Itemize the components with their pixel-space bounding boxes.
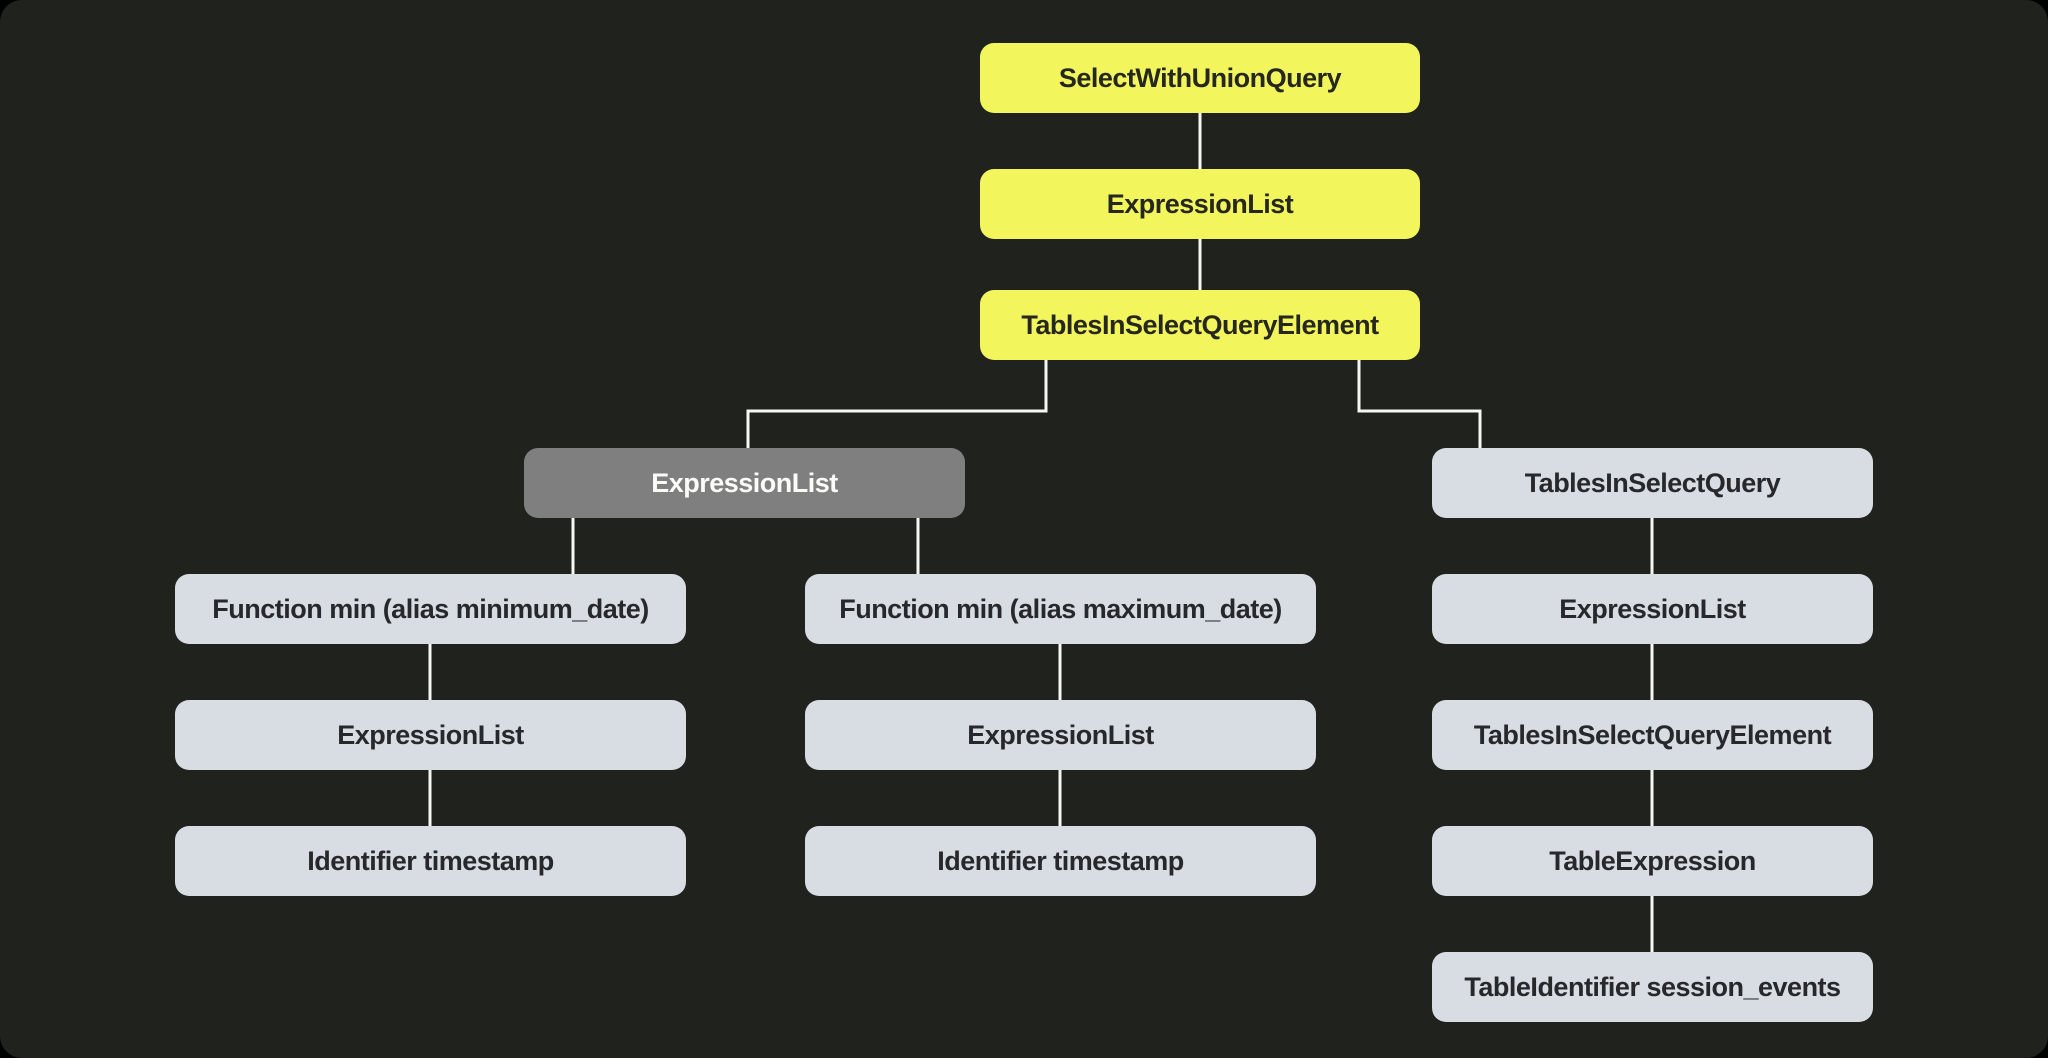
node-table-expression[interactable]: TableExpression (1432, 826, 1873, 896)
node-expression-list-selected[interactable]: ExpressionList (524, 448, 965, 518)
node-expression-list-max[interactable]: ExpressionList (805, 700, 1316, 770)
node-tables-in-select-query-element-2[interactable]: TablesInSelectQueryElement (1432, 700, 1873, 770)
node-table-identifier-session-events[interactable]: TableIdentifier session_events (1432, 952, 1873, 1022)
connector-tableselement-to-selected-expressionlist (746, 359, 1048, 449)
node-function-min-minimum-date[interactable]: Function min (alias minimum_date) (175, 574, 686, 644)
node-tables-in-select-query-element[interactable]: TablesInSelectQueryElement (980, 290, 1420, 360)
node-expression-list-min[interactable]: ExpressionList (175, 700, 686, 770)
node-expression-list-tables[interactable]: ExpressionList (1432, 574, 1873, 644)
node-select-with-union-query[interactable]: SelectWithUnionQuery (980, 43, 1420, 113)
node-identifier-timestamp-min[interactable]: Identifier timestamp (175, 826, 686, 896)
node-expression-list-root[interactable]: ExpressionList (980, 169, 1420, 239)
node-tables-in-select-query[interactable]: TablesInSelectQuery (1432, 448, 1873, 518)
node-identifier-timestamp-max[interactable]: Identifier timestamp (805, 826, 1316, 896)
connector-tableselement-to-tablesinselectquery (1357, 359, 1482, 449)
node-function-min-maximum-date[interactable]: Function min (alias maximum_date) (805, 574, 1316, 644)
